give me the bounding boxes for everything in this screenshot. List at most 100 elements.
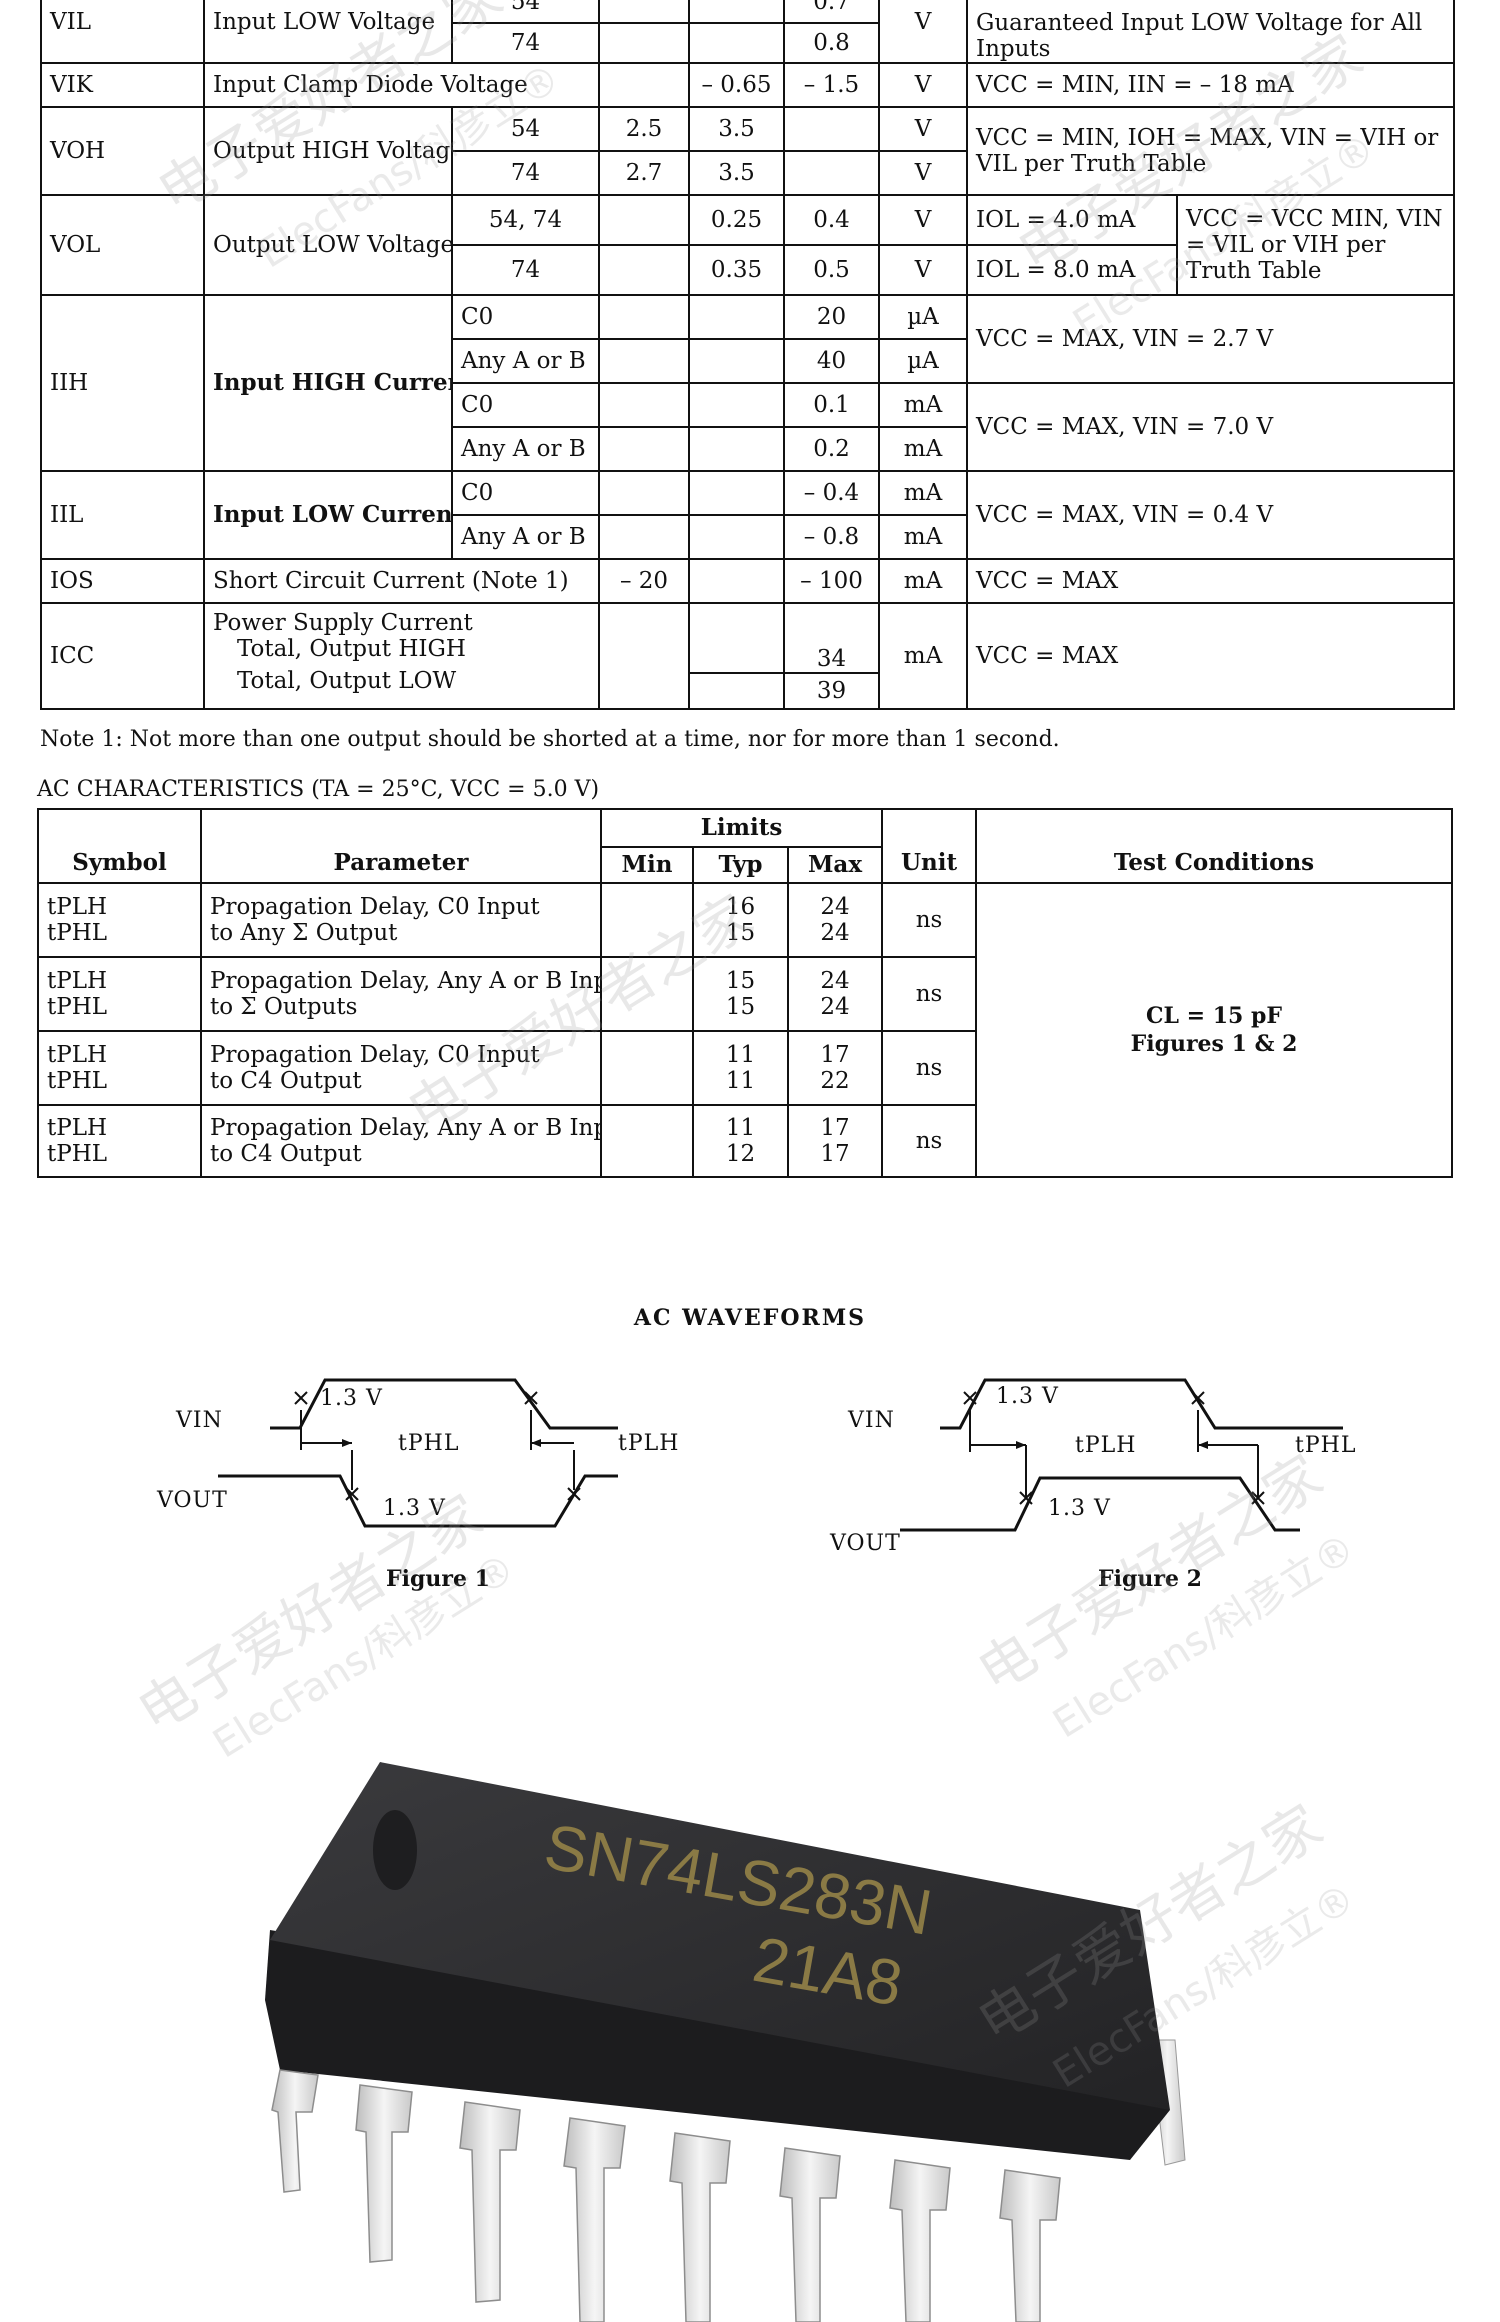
note-1: Note 1: Not more than one output should … [40, 727, 1060, 752]
fig1-threshold-vout: 1.3 V [383, 1496, 446, 1521]
param-line: Power Supply Current [213, 610, 473, 636]
max: 17 [820, 1115, 850, 1141]
fig1-threshold-vin: 1.3 V [320, 1386, 383, 1411]
param-vil: Input LOW Voltage [203, 0, 453, 64]
fig2-vout-label: VOUT [830, 1531, 901, 1556]
min-cell: 2.7 [598, 150, 690, 196]
sym: tPLH [47, 968, 108, 994]
ic-chip-photo: SN74LS283N 21A8 [265, 1762, 1186, 2322]
max-cell: 0.7 [783, 0, 880, 24]
unit: ns [881, 956, 978, 1032]
unit-cell: mA [878, 470, 968, 516]
input-cell: C0 [451, 294, 600, 340]
unit: ns [881, 1030, 978, 1106]
max: 17 [820, 1141, 850, 1167]
unit: ns [881, 882, 978, 958]
cond-cell: VCC = VCC MIN, VIN = VIL or VIH per Trut… [1175, 194, 1456, 296]
unit-cell: mA [878, 602, 968, 710]
device-cell: 74 [451, 22, 600, 64]
param: Propagation Delay, Any A or B Input [210, 1115, 601, 1141]
typ: 11 [725, 1115, 756, 1141]
typ: 11 [725, 1068, 756, 1094]
cond-cell: IOL = 4.0 mA [966, 194, 1178, 246]
input-cell: Any A or B [451, 338, 600, 384]
dc-characteristics-table: VIL Input LOW Voltage 54 0.7 V Guarantee… [40, 0, 1456, 710]
param: Propagation Delay, C0 Input [210, 1042, 540, 1068]
param: to C4 Output [210, 1068, 362, 1094]
symbol-vik: VIK [40, 62, 205, 108]
header-min: Min [600, 846, 694, 884]
min-cell: – 20 [598, 558, 690, 604]
typ: 15 [725, 968, 756, 994]
test-condition: CL = 15 pF [1146, 1003, 1283, 1029]
param-iil: Input LOW Current [203, 470, 453, 560]
param-vol: Output LOW Voltage [203, 194, 453, 296]
param: to C4 Output [210, 1141, 362, 1167]
waveforms-title: AC WAVEFORMS [633, 1305, 867, 1331]
fig2-tphl-label: tPHL [1295, 1433, 1357, 1458]
cond-cell: VCC = MAX, VIN = 7.0 V [965, 382, 1456, 472]
symbol-ios: IOS [40, 558, 205, 604]
input-cell: C0 [451, 470, 600, 516]
sym: tPLH [47, 1115, 108, 1141]
symbol-iih: IIH [40, 294, 205, 472]
max-cell: – 0.8 [783, 514, 880, 560]
max-cell: 0.4 [783, 194, 880, 246]
symbol-voh: VOH [40, 106, 205, 196]
typ-cell: 3.5 [688, 150, 785, 196]
unit-cell: µA [878, 294, 968, 340]
header-test-conditions: Test Conditions [975, 808, 1454, 884]
param-voh: Output HIGH Voltage [203, 106, 453, 196]
cond-cell: VCC = MAX [965, 602, 1456, 710]
max: 24 [820, 994, 850, 1020]
max-cell: 0.8 [783, 22, 880, 64]
param: to Σ Outputs [210, 994, 358, 1020]
header-limits: Limits [599, 808, 884, 848]
typ-cell: 3.5 [688, 106, 785, 152]
param-line: Total, Output HIGH [237, 636, 466, 662]
sym: tPLH [47, 894, 108, 920]
cond-cell: IOL = 8.0 mA [966, 244, 1178, 296]
fig2-vout-trace [900, 1476, 1300, 1532]
max: 24 [820, 968, 850, 994]
symbol-icc: ICC [40, 602, 205, 710]
header-unit: Unit [881, 808, 978, 884]
figure-1-caption: Figure 1 [386, 1566, 490, 1592]
unit-cell: µA [878, 338, 968, 384]
sym: tPHL [47, 920, 108, 946]
cond-cell: VCC = MIN, IIN = – 18 mA [965, 62, 1456, 108]
max: 24 [820, 920, 850, 946]
max-cell: 0.5 [783, 244, 880, 296]
param-icc: Power Supply Current Total, Output HIGH … [203, 602, 600, 710]
unit-cell: V [878, 0, 968, 64]
param-line: Total, Output LOW [237, 668, 457, 694]
ac-heading: AC CHARACTERISTICS (TA = 25°C, VCC = 5.0… [37, 777, 600, 802]
fig2-threshold-vout: 1.3 V [1048, 1496, 1111, 1521]
fig1-vin-label: VIN [176, 1408, 223, 1433]
unit-cell: mA [878, 514, 968, 560]
figure-2-caption: Figure 2 [1098, 1566, 1202, 1592]
typ-cell: – 0.65 [688, 62, 785, 108]
typ: 15 [725, 920, 756, 946]
typ: 12 [725, 1141, 756, 1167]
device-cell: 74 [451, 244, 600, 296]
cond-cell: VCC = MIN, IOH = MAX, VIN = VIH or VIL p… [965, 106, 1456, 196]
fig2-tplh-label: tPLH [1075, 1433, 1137, 1458]
unit-cell: mA [878, 382, 968, 428]
param-iih: Input HIGH Current [203, 294, 453, 472]
max-cell: 0.1 [783, 382, 880, 428]
typ: 16 [725, 894, 756, 920]
param-ios: Short Circuit Current (Note 1) [203, 558, 600, 604]
cond-cell: VCC = MAX [965, 558, 1456, 604]
max: 22 [820, 1068, 850, 1094]
param: to Any Σ Output [210, 920, 398, 946]
fig1-tphl-label: tPHL [398, 1431, 460, 1456]
sym: tPHL [47, 1068, 108, 1094]
param-vik: Input Clamp Diode Voltage [203, 62, 600, 108]
symbol-iil: IIL [40, 470, 205, 560]
max: 24 [820, 894, 850, 920]
chip-body [270, 1762, 1170, 2110]
header-typ: Typ [692, 846, 789, 884]
fig2-vin-label: VIN [848, 1408, 895, 1433]
max-cell: 0.2 [783, 426, 880, 472]
